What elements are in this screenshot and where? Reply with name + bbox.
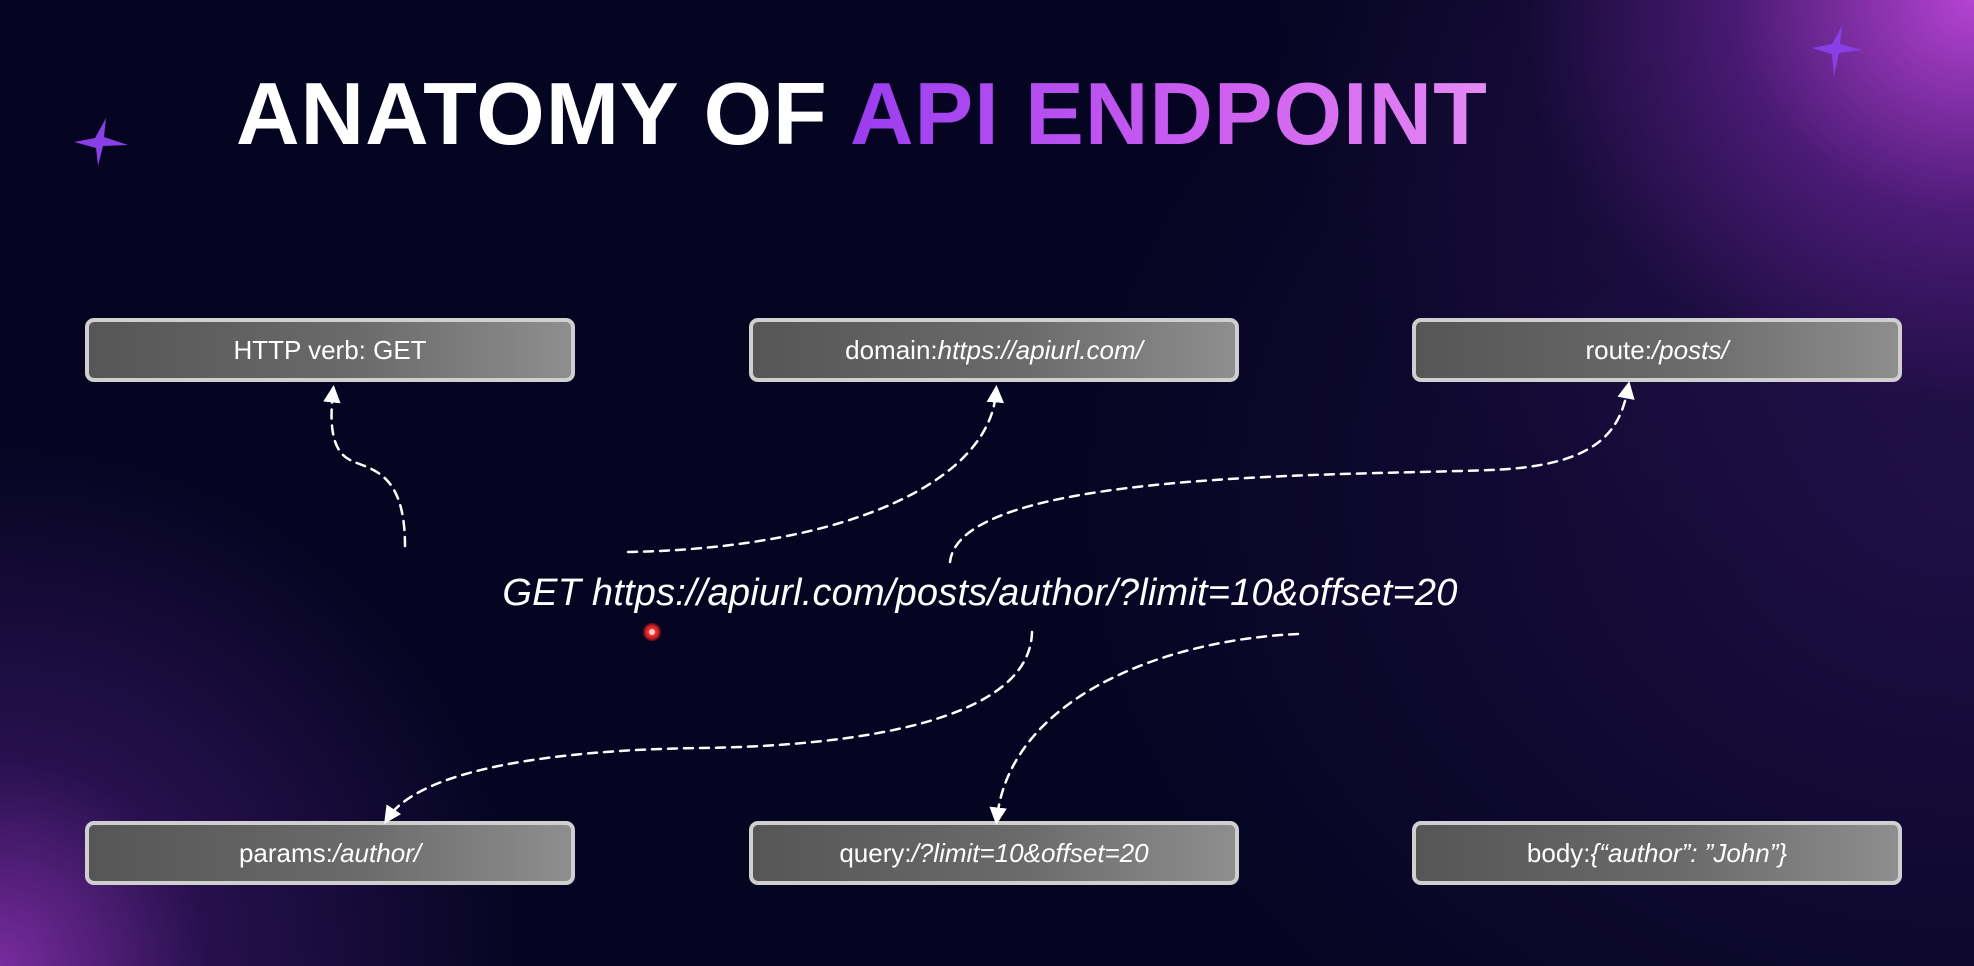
arrow-to-params — [384, 630, 1034, 824]
arrow-to-domain — [626, 385, 1004, 554]
box-label: query: — [839, 837, 912, 868]
body-box: body: {“author”: ”John”} — [1412, 821, 1902, 885]
box-value: /?limit=10&offset=20 — [911, 837, 1149, 868]
box-value: /author/ — [332, 837, 422, 868]
box-label: route: — [1585, 334, 1652, 365]
cursor-indicator-icon — [643, 623, 661, 641]
box-value: https://apiurl.com/ — [937, 334, 1143, 365]
route-box: route: /posts/ — [1412, 318, 1902, 382]
box-label: HTTP verb: GET — [233, 334, 427, 365]
page-title: ANATOMY OF API ENDPOINT — [236, 62, 1488, 166]
params-box: params: /author/ — [85, 821, 575, 885]
title-accent: API ENDPOINT — [849, 64, 1488, 163]
box-label: params: — [238, 837, 333, 868]
http-verb-box: HTTP verb: GET — [85, 318, 575, 382]
domain-box: domain: https://apiurl.com/ — [749, 318, 1239, 382]
arrow-to-verb — [323, 385, 407, 548]
endpoint-url-text: GET https://apiurl.com/posts/author/?lim… — [502, 572, 1458, 614]
box-value: {“author”: ”John”} — [1590, 837, 1788, 868]
box-label: domain: — [845, 334, 938, 365]
sparkle-star-icon — [1812, 26, 1862, 76]
title-prefix: ANATOMY OF — [236, 64, 850, 163]
query-box: query: /?limit=10&offset=20 — [749, 821, 1239, 885]
sparkle-star-icon — [74, 118, 128, 166]
box-value: /posts/ — [1651, 334, 1729, 365]
endpoint-url: GET https://apiurl.com/posts/author/?lim… — [0, 572, 1960, 615]
box-label: body: — [1526, 837, 1591, 868]
arrow-to-query — [989, 632, 1300, 825]
arrow-to-route — [948, 381, 1635, 564]
